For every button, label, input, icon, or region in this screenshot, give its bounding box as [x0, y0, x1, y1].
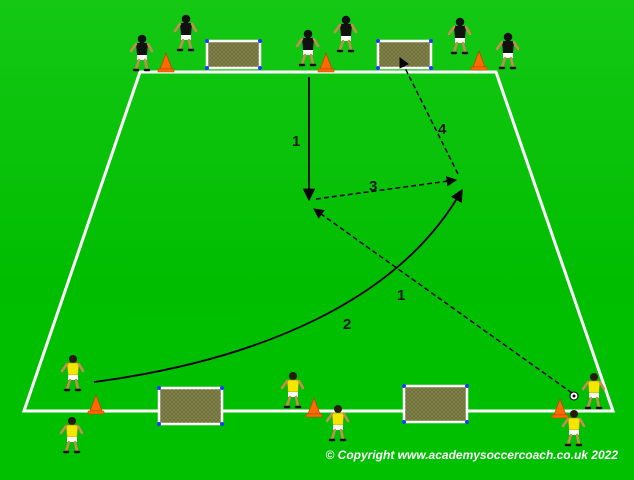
cone-bottom-left — [87, 394, 105, 415]
soccer-ball — [569, 391, 579, 401]
arrow-run-2 — [93, 188, 463, 383]
label-step-2: 2 — [343, 316, 351, 333]
player-black-5 — [447, 16, 472, 55]
player-yellow-3 — [280, 370, 305, 409]
cone-top-center — [317, 52, 335, 73]
label-step-4: 4 — [438, 121, 447, 138]
arrow-pass-3 — [315, 176, 458, 200]
player-black-3 — [295, 28, 320, 67]
player-yellow-2 — [59, 415, 84, 454]
arrow-pass-1 — [313, 208, 573, 394]
label-step-1-bottom: 1 — [397, 287, 405, 304]
label-step-3: 3 — [369, 178, 377, 195]
player-black-6 — [495, 31, 520, 70]
player-yellow-1 — [60, 353, 85, 392]
player-black-1 — [129, 33, 154, 72]
cone-bottom-center — [305, 397, 323, 418]
player-black-4 — [333, 14, 358, 53]
player-black-2 — [173, 13, 198, 52]
cone-top-left — [157, 52, 175, 73]
pitch-boundary — [21, 70, 616, 413]
goal-bottom-right — [402, 384, 469, 424]
copyright-notice: © Copyright www.academysoccercoach.co.uk… — [325, 448, 618, 462]
cone-bottom-right — [551, 398, 569, 419]
cone-top-right — [470, 50, 488, 71]
arrow-shot-4 — [399, 57, 459, 175]
goal-bottom-left — [157, 386, 224, 426]
goal-top-left — [205, 39, 262, 70]
label-step-1-top: 1 — [292, 133, 300, 150]
